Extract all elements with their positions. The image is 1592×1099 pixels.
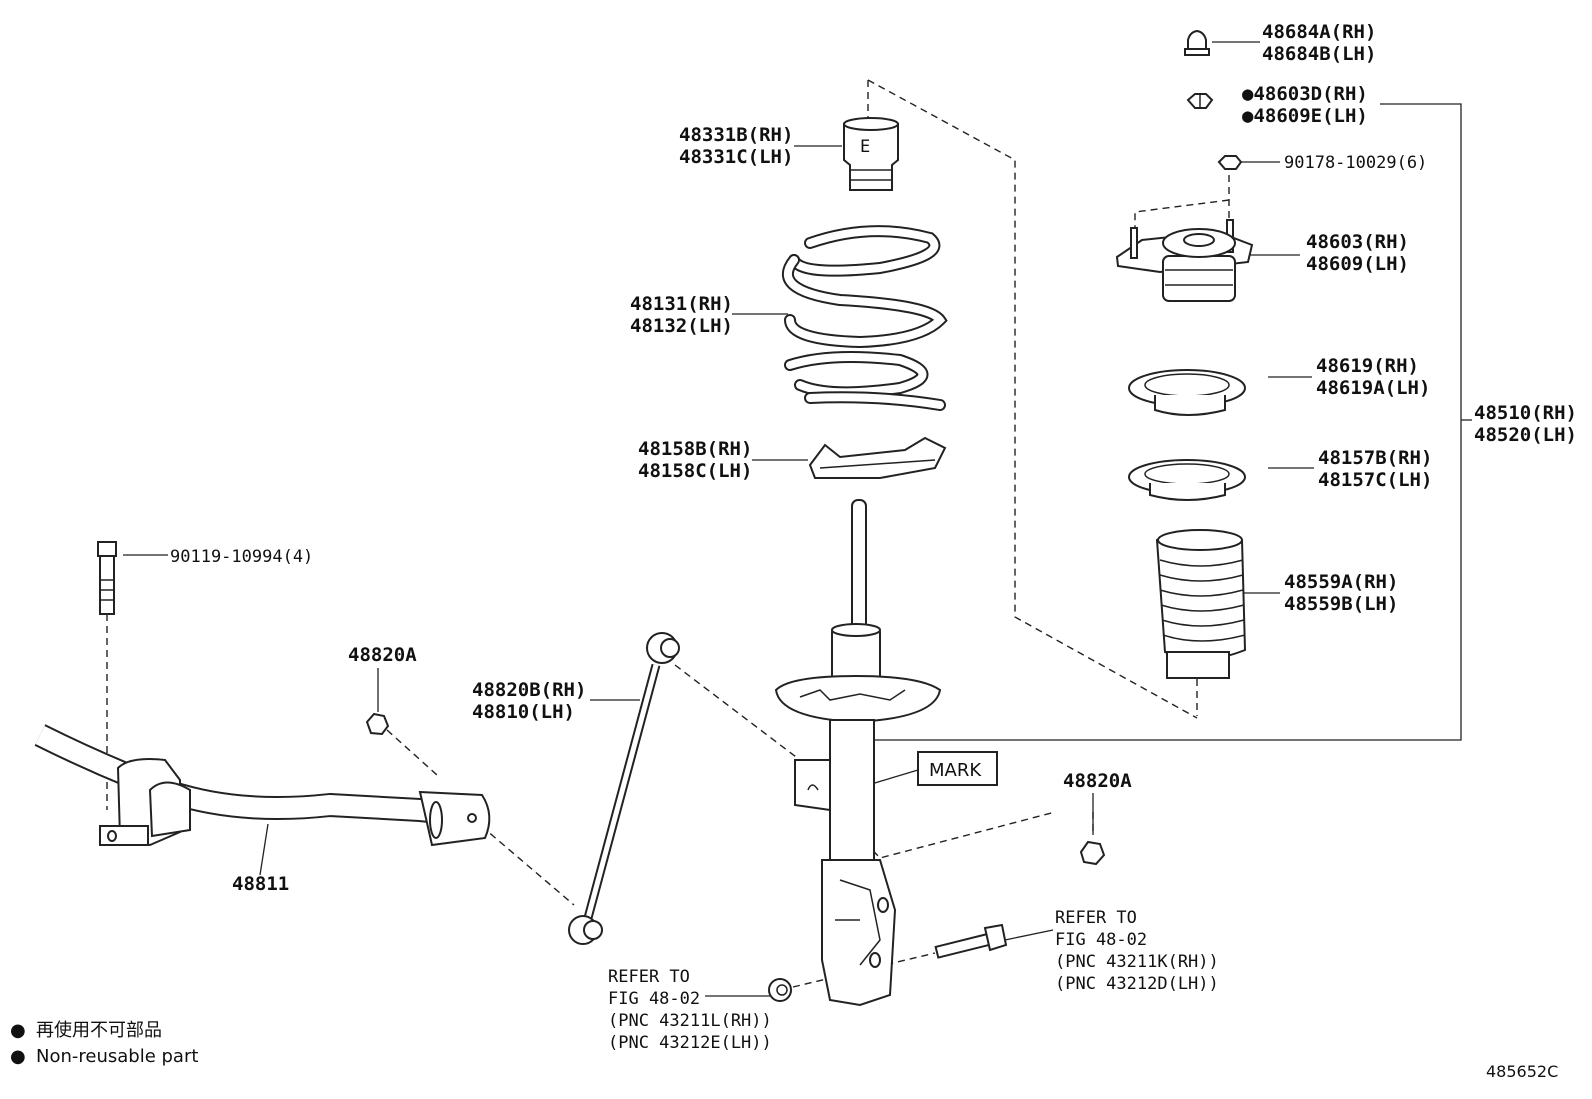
callout-48157[interactable]: 48157B(RH) 48157C(LH) <box>1318 447 1432 491</box>
callout-48158[interactable]: 48158B(RH) 48158C(LH) <box>638 438 752 482</box>
bolt-90119 <box>97 541 117 615</box>
callout-48131-line1: 48131(RH) <box>630 293 733 315</box>
callout-48684-line1: 48684A(RH) <box>1262 21 1376 43</box>
refer-bottom-line1: REFER TO <box>608 967 690 987</box>
nut-48603d <box>1186 93 1214 109</box>
callout-48158-line2: 48158C(LH) <box>638 460 752 482</box>
callout-48559-line2: 48559B(LH) <box>1284 593 1398 615</box>
callout-48619-line2: 48619A(LH) <box>1316 377 1430 399</box>
legend-english: Non-reusable part <box>36 1046 198 1067</box>
callout-48510-line1: 48510(RH) <box>1474 402 1577 424</box>
stabilizer-link-48820b <box>568 632 680 945</box>
nut-48820a-right <box>1079 840 1106 866</box>
callout-90119[interactable]: 90119-10994(4) <box>170 547 313 567</box>
callout-48331-line2: 48331C(LH) <box>679 146 793 168</box>
bellows-48559 <box>1155 529 1247 679</box>
callout-48619[interactable]: 48619(RH) 48619A(LH) <box>1316 355 1430 399</box>
legend-marker-jp: ● <box>10 1020 26 1041</box>
svg-text:E: E <box>860 137 870 157</box>
cap-nut-48684 <box>1184 29 1210 56</box>
assembly-guide-lines <box>106 79 1230 988</box>
callout-48603[interactable]: 48603(RH) 48609(LH) <box>1306 231 1409 275</box>
figure-number: 485652C <box>1486 1062 1558 1081</box>
callout-90178-line1: 90178-10029(6) <box>1284 153 1427 173</box>
refer-bottom-line3: (PNC 43211L(RH)) <box>608 1011 772 1031</box>
bump-stopper-48331: E <box>843 117 899 191</box>
callout-48619-line1: 48619(RH) <box>1316 355 1419 377</box>
stabilizer-bar-48811 <box>34 724 491 847</box>
nut-48820a-left <box>365 712 390 736</box>
refer-bottom-line4: (PNC 43212E(LH)) <box>608 1033 772 1053</box>
callout-48331-line1: 48331B(RH) <box>679 124 793 146</box>
legend-japanese: 再使用不可部品 <box>36 1020 162 1041</box>
callout-48820b[interactable]: 48820B(RH) 48810(LH) <box>472 679 586 723</box>
callout-48131[interactable]: 48131(RH) 48132(LH) <box>630 293 733 337</box>
callout-48820a-right[interactable]: 48820A <box>1063 770 1132 792</box>
callout-48559[interactable]: 48559A(RH) 48559B(LH) <box>1284 571 1398 615</box>
callout-48559-line1: 48559A(RH) <box>1284 571 1398 593</box>
insulator-48157 <box>1128 459 1246 501</box>
callout-48157-line1: 48157B(RH) <box>1318 447 1432 469</box>
callout-48820b-line2: 48810(LH) <box>472 701 575 723</box>
coil-spring-48131 <box>782 225 948 411</box>
callout-90119-line1: 90119-10994(4) <box>170 547 313 567</box>
callout-refer-right[interactable]: REFER TO FIG 48-02 (PNC 43211K(RH)) (PNC… <box>1055 908 1219 994</box>
callout-48820b-line1: 48820B(RH) <box>472 679 586 701</box>
callout-48820a-left[interactable]: 48820A <box>348 644 417 666</box>
callout-48131-line2: 48132(LH) <box>630 315 733 337</box>
callout-90178[interactable]: 90178-10029(6) <box>1284 153 1427 173</box>
callout-48820a-left-line1: 48820A <box>348 644 417 666</box>
callout-48684[interactable]: 48684A(RH) 48684B(LH) <box>1262 21 1376 65</box>
bolt-43211k <box>934 923 1008 959</box>
callout-48811[interactable]: 48811 <box>232 873 289 895</box>
callout-48684-line2: 48684B(LH) <box>1262 43 1376 65</box>
callout-refer-bottom[interactable]: REFER TO FIG 48-02 (PNC 43211L(RH)) (PNC… <box>608 967 772 1053</box>
callout-mark: MARK <box>929 760 982 781</box>
upper-support-48603 <box>1115 219 1254 302</box>
callout-48510-line2: 48520(LH) <box>1474 424 1577 446</box>
nut-90178 <box>1217 155 1243 170</box>
callout-48820a-right-line1: 48820A <box>1063 770 1132 792</box>
callout-48603d[interactable]: ●48603D(RH) ●48609E(LH) <box>1242 83 1368 127</box>
callout-48510[interactable]: 48510(RH) 48520(LH) <box>1474 402 1577 446</box>
refer-right-line1: REFER TO <box>1055 908 1137 928</box>
mark-label: MARK <box>929 760 982 781</box>
refer-right-line3: (PNC 43211K(RH)) <box>1055 952 1219 972</box>
refer-right-line2: FIG 48-02 <box>1055 930 1147 950</box>
refer-bottom-line2: FIG 48-02 <box>608 989 700 1009</box>
callout-48158-line1: 48158B(RH) <box>638 438 752 460</box>
legend: ● 再使用不可部品 ● Non-reusable part <box>10 1020 198 1067</box>
callout-48811-line1: 48811 <box>232 873 289 895</box>
callout-48603-line2: 48609(LH) <box>1306 253 1409 275</box>
callout-48331[interactable]: 48331B(RH) 48331C(LH) <box>679 124 793 168</box>
callout-48603d-line1: ●48603D(RH) <box>1242 83 1368 105</box>
refer-right-line4: (PNC 43212D(LH)) <box>1055 974 1219 994</box>
callout-48603-line1: 48603(RH) <box>1306 231 1409 253</box>
legend-marker-en: ● <box>10 1046 26 1067</box>
shock-absorber-strut <box>774 499 942 1007</box>
mark-box <box>917 751 998 786</box>
callout-48157-line2: 48157C(LH) <box>1318 469 1432 491</box>
bearing-48619 <box>1128 369 1246 416</box>
nut-43211l <box>768 978 792 1002</box>
leader-lines <box>123 41 1472 997</box>
spring-seat-48158 <box>808 436 947 479</box>
callout-48603d-line2: ●48609E(LH) <box>1242 105 1368 127</box>
